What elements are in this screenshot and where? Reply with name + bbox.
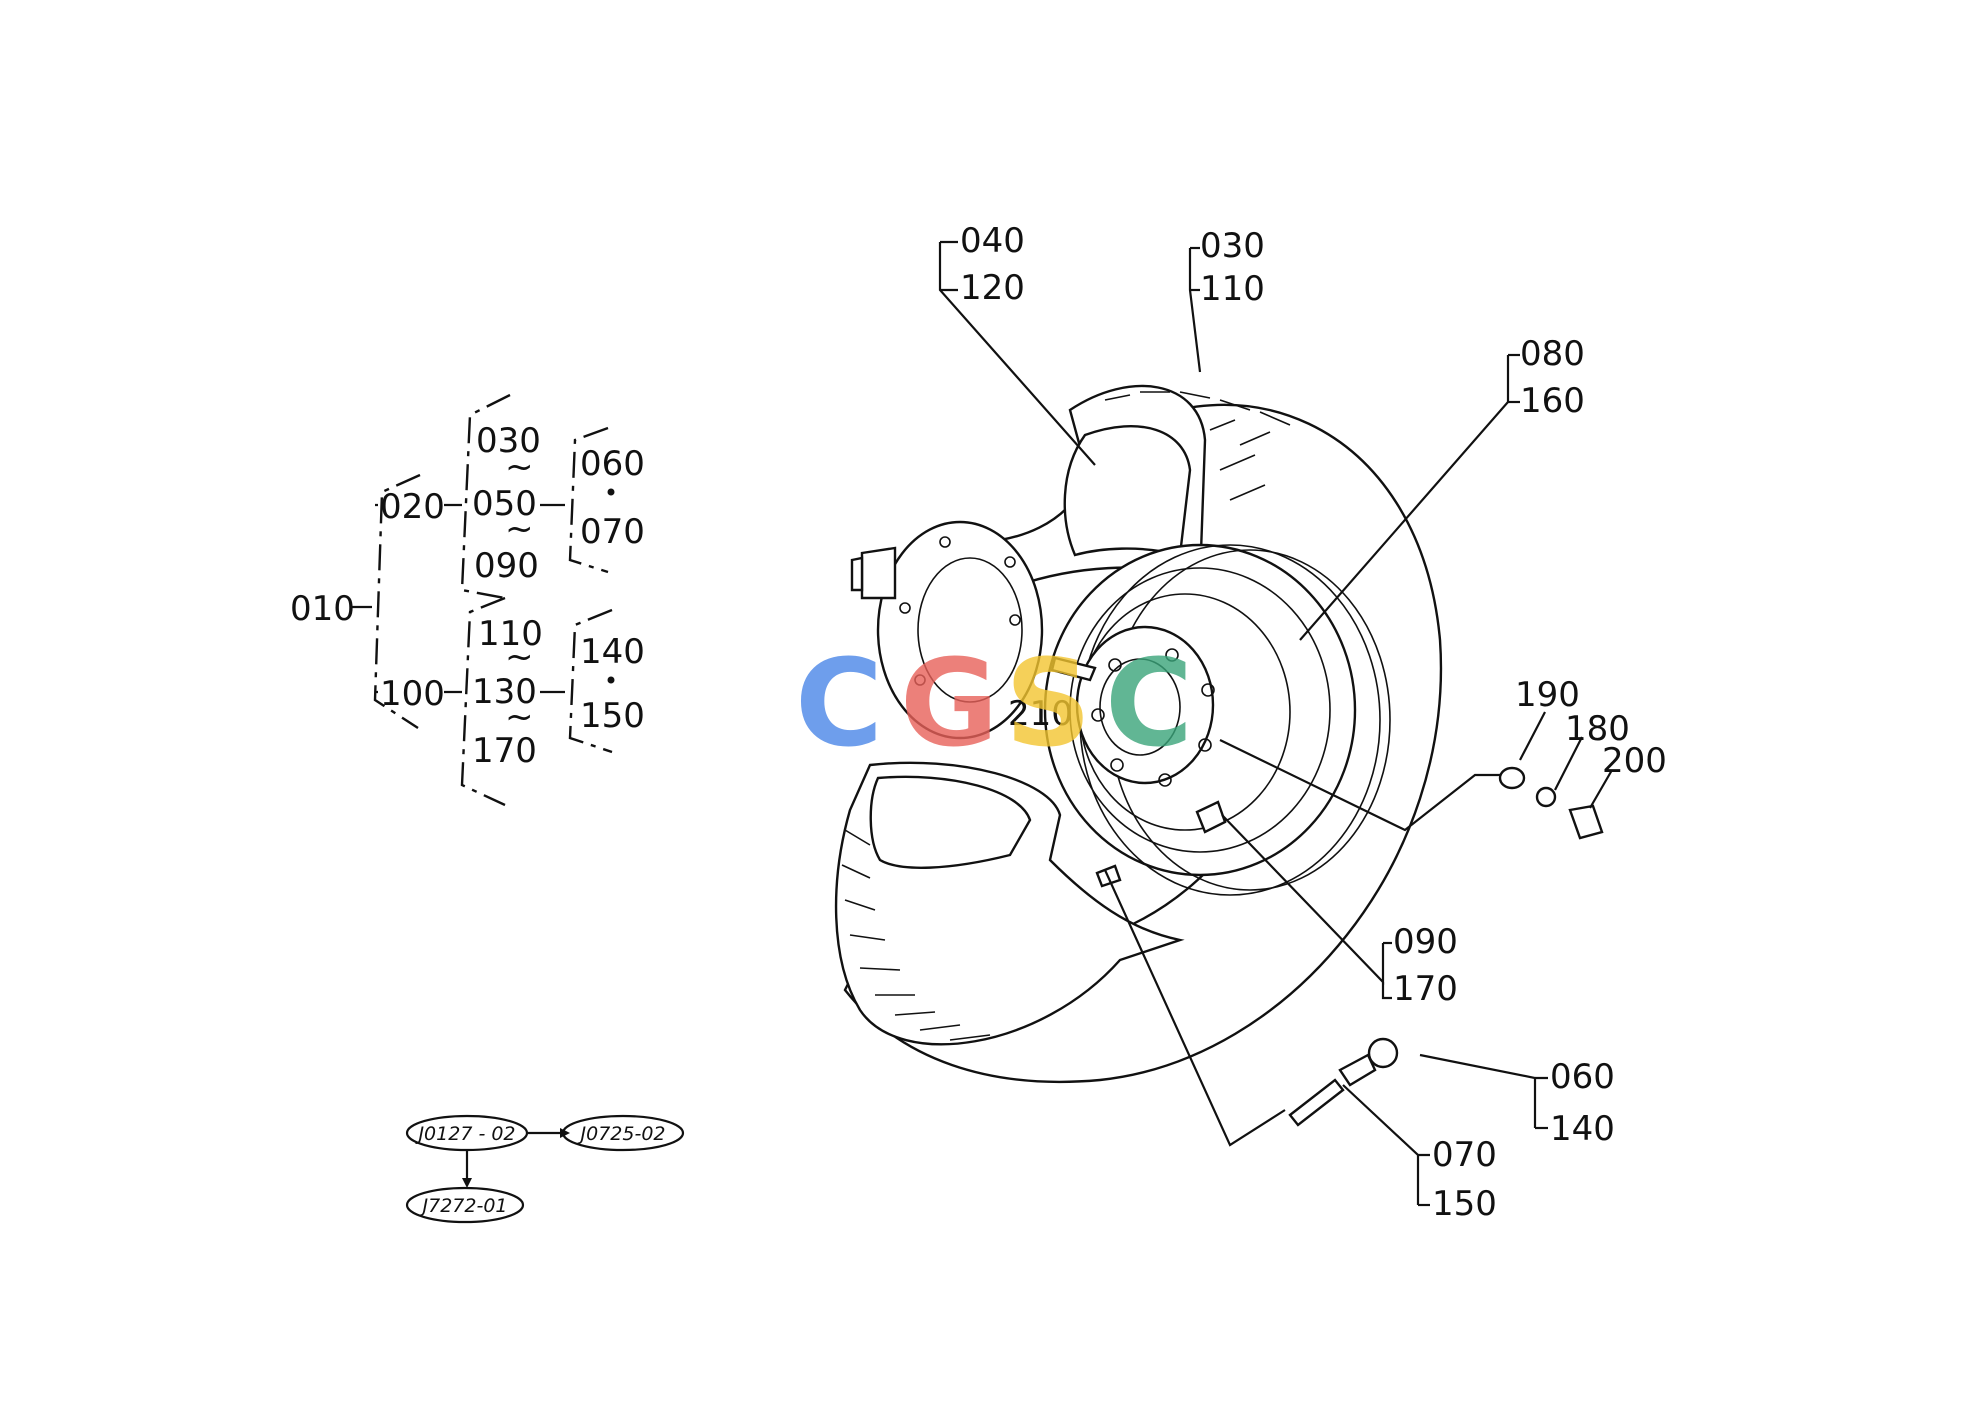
axle-stub-icon (860, 546, 897, 600)
bolt-hole-icon (1165, 648, 1179, 662)
watermark-logo: C G S C (795, 635, 1193, 774)
tree-item-top: 030 (476, 421, 541, 461)
callout-190[interactable]: 190 (1515, 675, 1580, 715)
callout-140[interactable]: 140 (1550, 1109, 1615, 1149)
bolt-hole-icon (1110, 758, 1124, 772)
callout-tick (1381, 982, 1392, 1000)
part-hierarchy-tree: 010 020 030 ~ 050 ~ 090 060 070 100 110 … (290, 393, 645, 807)
bolt-hole-icon (899, 602, 911, 614)
reference-child-oval[interactable] (405, 1186, 525, 1224)
callout-170[interactable]: 170 (1393, 969, 1458, 1009)
valve-body-icon (1338, 1053, 1377, 1087)
tree-item-right-top: 140 (580, 632, 645, 672)
callout-180[interactable]: 180 (1565, 709, 1630, 749)
inner-tube-icon (869, 775, 1032, 869)
flange-plate-icon (876, 520, 1044, 740)
tree-item-right-top: 060 (580, 444, 645, 484)
tree-branch-label: 020 (380, 487, 445, 527)
watermark-letter: C (795, 635, 883, 774)
tree-branch-label: 100 (380, 674, 445, 714)
bolt-hole-icon (914, 674, 926, 686)
leader-line (1188, 248, 1202, 373)
lock-washer-icon (1535, 786, 1557, 808)
leader-line (1219, 711, 1613, 832)
tree-item-right-bottom: 070 (580, 512, 645, 552)
reference-next-oval[interactable] (561, 1114, 685, 1152)
wheel-assembly-drawing (834, 384, 1604, 1127)
callout-210[interactable]: 210 (1008, 694, 1073, 734)
callout-090[interactable]: 090 (1393, 922, 1458, 962)
tread-pattern-icon (1104, 391, 1291, 501)
callout-040[interactable]: 040 (960, 221, 1025, 261)
callout-200[interactable]: 200 (1602, 741, 1667, 781)
bolt-hole-icon (1198, 738, 1212, 752)
callout-030[interactable]: 030 (1200, 226, 1265, 266)
rim-groove-icon (1069, 567, 1331, 853)
range-tilde: ~ (505, 637, 534, 677)
flange-bore-icon (917, 557, 1023, 703)
valve-cap-icon (1367, 1037, 1399, 1069)
range-tilde: ~ (505, 447, 534, 487)
callout-110[interactable]: 110 (1200, 269, 1265, 309)
arrow-down-icon (462, 1178, 472, 1188)
tree-item-mid: 050 (472, 484, 537, 524)
hub-center-hole-icon (1099, 658, 1181, 756)
callout-070[interactable]: 070 (1432, 1135, 1497, 1175)
reference-main-label: J0127 - 02 (414, 1123, 515, 1145)
range-tilde: ~ (505, 509, 534, 549)
tree-item-right-bottom: 150 (580, 696, 645, 736)
leader-line (1342, 1084, 1430, 1205)
stud-bolt-icon (1050, 656, 1097, 682)
reference-links: J0127 - 02 J0725-02 J7272-01 (405, 1114, 685, 1224)
bolt-hole-icon (1108, 658, 1122, 672)
watermark-letter: G (900, 635, 999, 774)
tree-bullet (607, 488, 615, 496)
tread-pattern-icon (841, 829, 991, 1041)
tree-bullet (607, 676, 615, 684)
washer-icon (1498, 766, 1526, 790)
watermark-letter: S (1005, 635, 1091, 774)
tree-item-mid: 130 (472, 672, 537, 712)
balance-part-icon (1195, 800, 1227, 834)
watermark-letter: C (1105, 635, 1193, 774)
bolt-hole-icon (1091, 708, 1105, 722)
tree-bracket (460, 596, 506, 807)
tree-item-top: 110 (478, 614, 543, 654)
bolt-hole-icon (1004, 556, 1016, 568)
wheel-nut-icon (1568, 804, 1604, 840)
reference-next-label: J0725-02 (577, 1123, 666, 1145)
callout-120[interactable]: 120 (960, 268, 1025, 308)
tree-root-label: 010 (290, 589, 355, 629)
callout-labels: 040 120 030 110 080 160 190 180 200 210 … (940, 221, 1667, 1224)
callout-080[interactable]: 080 (1520, 334, 1585, 374)
tree-bracket (568, 426, 609, 574)
range-tilde: ~ (505, 697, 534, 737)
tree-connector (375, 503, 378, 694)
tree-bracket (460, 393, 511, 600)
inner-tube-icon (1063, 424, 1192, 557)
leader-line (1103, 869, 1286, 1147)
leader-line (1419, 1053, 1548, 1128)
bolt-hole-icon (1201, 683, 1215, 697)
bolt-hole-icon (1158, 773, 1172, 787)
valve-icon (1288, 1078, 1345, 1127)
tree-bracket (568, 608, 613, 754)
hub-icon (1075, 625, 1215, 785)
axle-stub-icon (850, 556, 864, 592)
tree-bracket (373, 473, 421, 730)
callout-160[interactable]: 160 (1520, 381, 1585, 421)
reference-child-label: J7272-01 (419, 1195, 508, 1217)
tree-item-bottom: 090 (474, 546, 539, 586)
bolt-hole-icon (1009, 614, 1021, 626)
callout-150[interactable]: 150 (1432, 1184, 1497, 1224)
tree-item-bottom: 170 (472, 731, 537, 771)
bolt-hole-icon (939, 536, 951, 548)
callout-060[interactable]: 060 (1550, 1057, 1615, 1097)
